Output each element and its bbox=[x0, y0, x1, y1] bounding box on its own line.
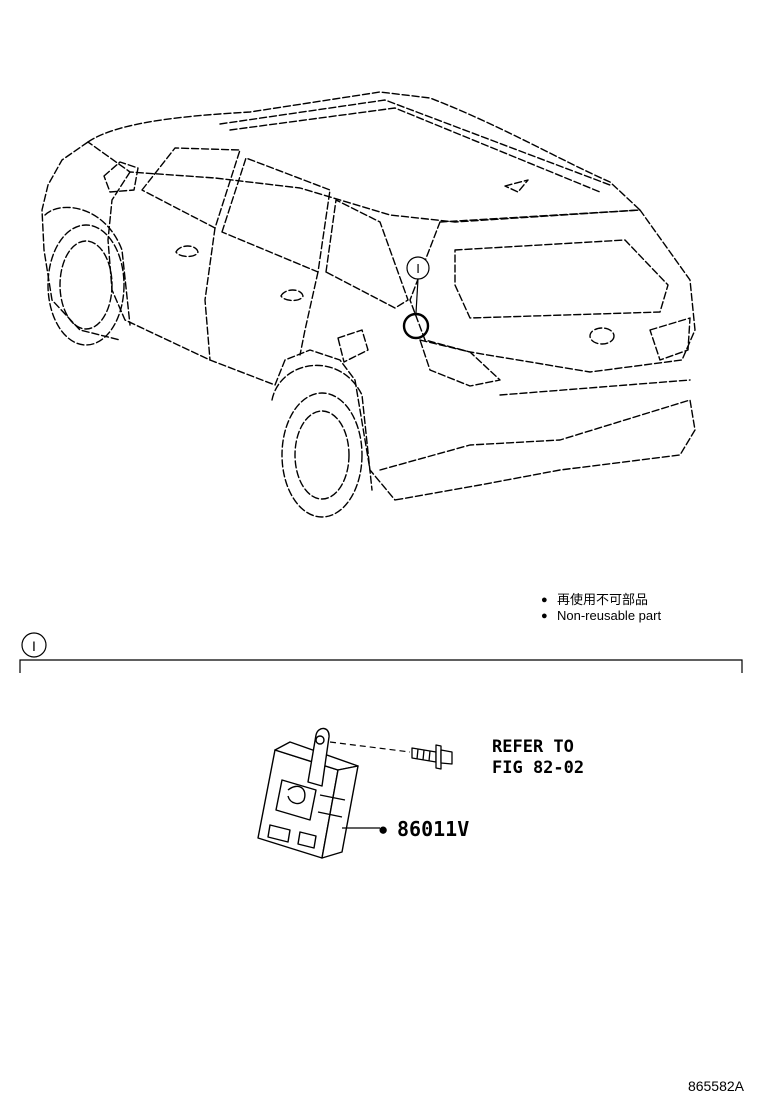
part-tab bbox=[267, 824, 291, 843]
legend-bullet: ● bbox=[541, 594, 548, 606]
part-mounting-bracket bbox=[307, 727, 330, 787]
part-connector bbox=[275, 779, 317, 821]
vehicle-emblem bbox=[589, 327, 615, 345]
vehicle-roof-rail bbox=[219, 99, 611, 186]
vehicle-rear-bumper-line bbox=[499, 379, 691, 396]
refer-figure-text: FIG 82-02 bbox=[492, 758, 584, 778]
vehicle-door-seam bbox=[299, 271, 319, 356]
vehicle-door-handle bbox=[175, 245, 199, 258]
vehicle-roof bbox=[87, 91, 641, 223]
vehicle-door-seam bbox=[204, 227, 216, 361]
vehicle-side-body bbox=[107, 171, 396, 501]
legend-text-english: Non-reusable part bbox=[557, 608, 661, 623]
vehicle-rear-wheel-rim bbox=[294, 410, 350, 500]
bolt-head bbox=[440, 749, 453, 765]
vehicle-rear-door-window bbox=[221, 157, 331, 273]
vehicle-fuel-door bbox=[337, 329, 369, 363]
assembly-dashed-line bbox=[329, 741, 411, 753]
section-marker-circle bbox=[21, 632, 47, 658]
part-clip bbox=[287, 785, 306, 805]
vehicle-front-wheel-arch bbox=[44, 206, 131, 326]
bolt-drawing bbox=[411, 744, 453, 770]
legend-bullet: ● bbox=[541, 610, 548, 622]
bolt-flange bbox=[435, 744, 442, 770]
refer-to-text: REFER TO bbox=[492, 737, 574, 757]
bolt-thread-lines bbox=[416, 748, 431, 762]
vehicle-tail-light bbox=[649, 317, 691, 361]
part-86011v-drawing bbox=[257, 727, 359, 859]
vehicle-tail-light bbox=[419, 339, 501, 387]
vehicle-part-location-circle bbox=[402, 312, 430, 340]
vehicle-door-handle bbox=[280, 289, 304, 302]
part-number-label[interactable]: 86011V bbox=[397, 817, 469, 841]
vehicle-rear-bumper bbox=[379, 399, 696, 501]
section-bracket-line bbox=[19, 659, 743, 673]
vehicle-rear-glass bbox=[454, 239, 669, 319]
figure-id: 865582A bbox=[688, 1078, 745, 1094]
vehicle-quarter-window bbox=[325, 199, 409, 309]
vehicle-rear-wheel bbox=[281, 392, 363, 518]
vehicle-illustration bbox=[41, 91, 696, 518]
vehicle-rear-wheel-arch bbox=[271, 364, 373, 491]
vehicle-location-leader bbox=[415, 278, 419, 314]
part-detail-line bbox=[317, 794, 346, 818]
vehicle-roof-mark bbox=[504, 179, 529, 193]
vehicle-mirror bbox=[103, 161, 139, 193]
vehicle-front-window bbox=[141, 147, 241, 229]
non-reusable-bullet: ● bbox=[378, 820, 388, 839]
vehicle-front-wheel bbox=[47, 224, 125, 346]
vehicle-rear-hatch bbox=[409, 209, 696, 373]
part-tab bbox=[297, 831, 317, 849]
part-body-side bbox=[321, 765, 359, 859]
vehicle-roof-rail bbox=[229, 107, 601, 193]
vehicle-location-marker-label: I bbox=[416, 261, 420, 276]
part-bracket-hole bbox=[315, 735, 325, 745]
vehicle-front-wheel-rim bbox=[59, 240, 113, 330]
section-marker-label: I bbox=[32, 638, 36, 654]
legend: ● 再使用不可部品 ● Non-reusable part bbox=[541, 592, 661, 623]
legend-text-japanese: 再使用不可部品 bbox=[557, 592, 648, 607]
